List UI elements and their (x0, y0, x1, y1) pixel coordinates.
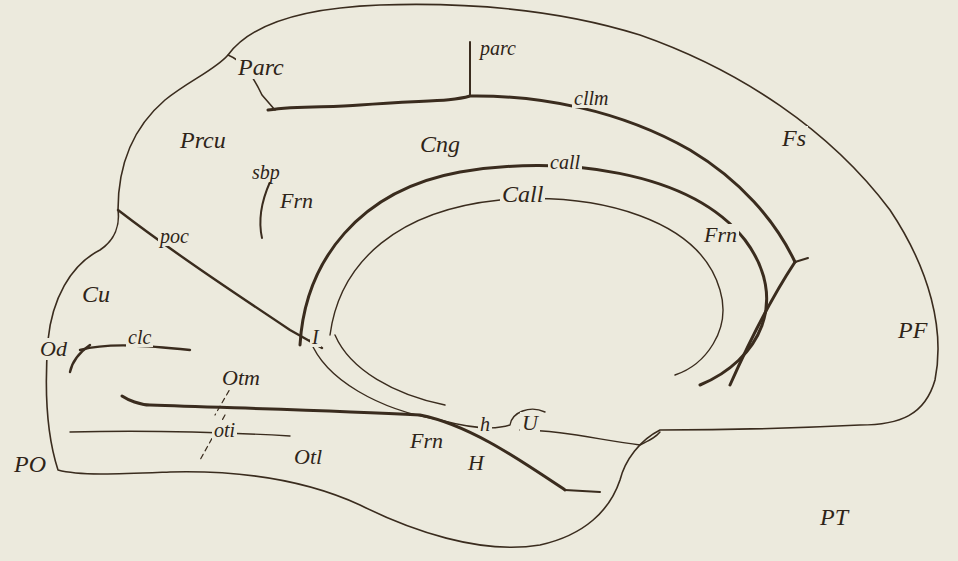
sulcus-label: call (548, 152, 582, 172)
gyrus-label: Fs (780, 126, 808, 150)
sulcus-label: clc (126, 327, 153, 347)
sulcus-label: cllm (572, 88, 610, 108)
region-label: Od (38, 338, 69, 360)
lobule-label: Parc (236, 55, 286, 79)
sulcus-label: parc (478, 38, 518, 58)
gyrus-label: H (466, 452, 486, 474)
pole-label: PT (818, 505, 850, 529)
gyrus-label: Cng (418, 132, 462, 156)
pole-label: PF (896, 318, 929, 342)
region-label: U (520, 412, 540, 434)
gyrus-label: Otl (292, 446, 324, 468)
sulcus-label: h (478, 414, 492, 434)
gyrus-label: Otm (220, 367, 262, 389)
sulcus-label: oti (212, 420, 237, 440)
lobule-label: Cu (80, 282, 112, 306)
sulcus-label: sbp (250, 162, 282, 182)
lobule-label: Prcu (178, 128, 228, 152)
fissure-label: Frn (278, 190, 315, 212)
fissure-label: Frn (408, 430, 445, 452)
fissure-label: Frn (702, 224, 739, 246)
region-label: I (310, 327, 321, 347)
pole-label: PO (12, 452, 48, 476)
sulcus-label: poc (158, 226, 191, 246)
callosum-label: Call (500, 182, 545, 206)
